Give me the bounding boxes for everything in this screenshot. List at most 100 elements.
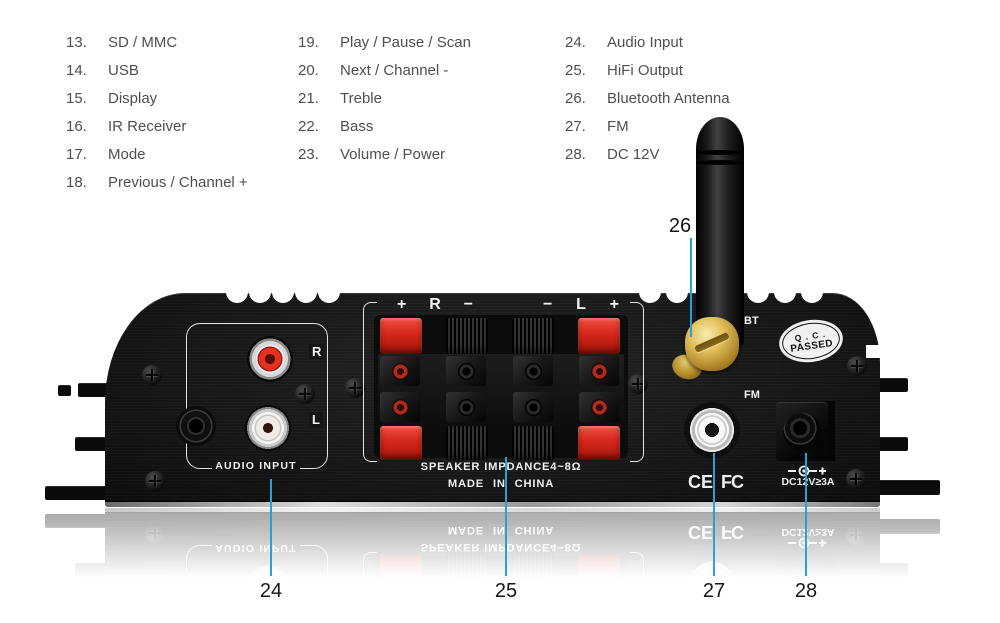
callout-line-24 — [270, 479, 272, 576]
channel-letter: L — [576, 296, 586, 313]
legend-item-label: Next / Channel - — [340, 61, 449, 79]
panel-notch — [747, 281, 769, 303]
terminal-port — [446, 356, 486, 386]
legend-item: 15.Display — [66, 84, 248, 112]
panel-notch — [801, 281, 823, 303]
callout-number-26: 26 — [668, 215, 692, 237]
panel-edge-step — [866, 345, 880, 358]
terminal-hole-red — [590, 362, 608, 380]
terminal-hole-red — [590, 398, 608, 416]
heatsink-fin — [75, 437, 112, 451]
terminal-port — [579, 356, 619, 386]
heatsink-fin — [870, 480, 940, 495]
bluetooth-antenna — [696, 117, 744, 347]
callout-number-28: 28 — [794, 580, 818, 602]
legend-item-label: IR Receiver — [108, 117, 187, 135]
heatsink-fin — [45, 486, 112, 500]
callout-line-26 — [690, 238, 692, 337]
fm-antenna-jack — [684, 402, 740, 458]
sma-connector-nut — [685, 317, 739, 371]
channel-letter: R — [429, 296, 441, 313]
speaker-tab-black — [446, 426, 488, 460]
panel-notch — [318, 281, 340, 303]
antenna-groove — [696, 150, 744, 155]
legend-item-label: Treble — [340, 89, 382, 107]
audio-input-caption: AUDIO INPUT — [186, 456, 326, 474]
legend-item-number: 20. — [298, 61, 319, 79]
speaker-tab-red — [578, 318, 620, 354]
legend-item-label: Volume / Power — [340, 145, 446, 163]
panel-notch — [226, 281, 248, 303]
legend-item-label: Play / Pause / Scan — [340, 33, 471, 51]
legend-item: 18.Previous / Channel + — [66, 168, 248, 196]
antenna-groove — [696, 160, 744, 165]
dc-barrel — [783, 413, 821, 451]
heatsink-fin — [78, 383, 112, 397]
legend-item: 22. Bass — [298, 112, 471, 140]
legend-item: 28.DC 12V — [565, 140, 730, 168]
ce-mark: CE — [688, 472, 714, 492]
panel-notch — [249, 281, 271, 303]
legend-item-number: 23. — [298, 145, 319, 163]
legend-item: 13. SD / MMC — [66, 28, 248, 56]
panel-notch — [295, 281, 317, 303]
amplifier-rear-panel: R L AUDIO INPUT +R− −L+ SPEAKER IMPDAN — [40, 117, 950, 507]
screw — [846, 469, 866, 489]
fcc-mark: FC — [721, 472, 744, 492]
panel-notch — [666, 281, 688, 303]
legend-item-number: 14. — [66, 61, 87, 79]
legend-item-label: SD / MMC — [108, 33, 178, 51]
terminal-hole-black — [524, 398, 542, 416]
legend-item-number: 22. — [298, 117, 319, 135]
callout-number-24: 24 — [259, 580, 283, 602]
legend-item: 25.HiFi Output — [565, 56, 730, 84]
legend-item-number: 24. — [565, 33, 586, 51]
terminal-port — [446, 392, 486, 422]
legend-item-label: Bass — [340, 117, 374, 135]
terminal-port — [380, 392, 420, 422]
impedance-text: SPEAKER IMPDANCE4~8Ω — [420, 461, 582, 473]
dc-polarity-icon — [787, 464, 827, 483]
speaker-bracket-left — [363, 302, 377, 462]
rca-jack-right — [247, 336, 293, 382]
legend-item-number: 13. — [66, 33, 87, 51]
terminal-port — [579, 392, 619, 422]
legend-item-number: 16. — [66, 117, 87, 135]
speaker-left-channel-labels: −L+ — [543, 296, 619, 314]
callout-line-27 — [713, 453, 715, 576]
legend-item-number: 26. — [565, 89, 586, 107]
callout-line-25 — [505, 457, 507, 576]
channel-right-label: R — [309, 344, 325, 359]
legend-item-number: 19. — [298, 33, 319, 51]
heatsink-fin — [58, 385, 71, 396]
speaker-right-channel-labels: +R− — [397, 296, 473, 314]
legend-item-label: DC 12V — [607, 145, 660, 163]
screw — [847, 356, 867, 376]
legend-column-1: 13.SD / MMC 14.USB 15.Display 16.IR Rece… — [66, 28, 248, 196]
legend-item: 20. Next / Channel - — [298, 56, 471, 84]
aux-35mm-jack — [176, 406, 216, 446]
callout-number-27: 27 — [702, 580, 726, 602]
legend-item: 21.Treble — [298, 84, 471, 112]
rca-jack-left — [245, 405, 291, 451]
legend-column-3: 24.Audio Input 25.HiFi Output 26.Bluetoo… — [565, 28, 730, 168]
legend-item-label: FM — [607, 117, 629, 135]
legend-item-label: Mode — [108, 145, 146, 163]
terminal-hole-black — [457, 362, 475, 380]
screw — [142, 365, 162, 385]
terminal-hole-black — [524, 362, 542, 380]
polarity-plus: + — [609, 296, 619, 313]
speaker-bracket-right — [630, 302, 644, 462]
qc-line1: Q . C . — [793, 328, 827, 343]
panel-notch — [639, 281, 661, 303]
legend-item: 24.Audio Input — [565, 28, 730, 56]
terminal-hole-red — [391, 362, 409, 380]
legend-item-number: 18. — [66, 173, 87, 191]
legend-item: 23. Volume / Power — [298, 140, 471, 168]
legend-item: 17.Mode — [66, 140, 248, 168]
channel-left-label: L — [309, 412, 323, 427]
legend-item: 26.Bluetooth Antenna — [565, 84, 730, 112]
fm-label: FM — [744, 389, 760, 401]
callout-line-28 — [805, 453, 807, 576]
